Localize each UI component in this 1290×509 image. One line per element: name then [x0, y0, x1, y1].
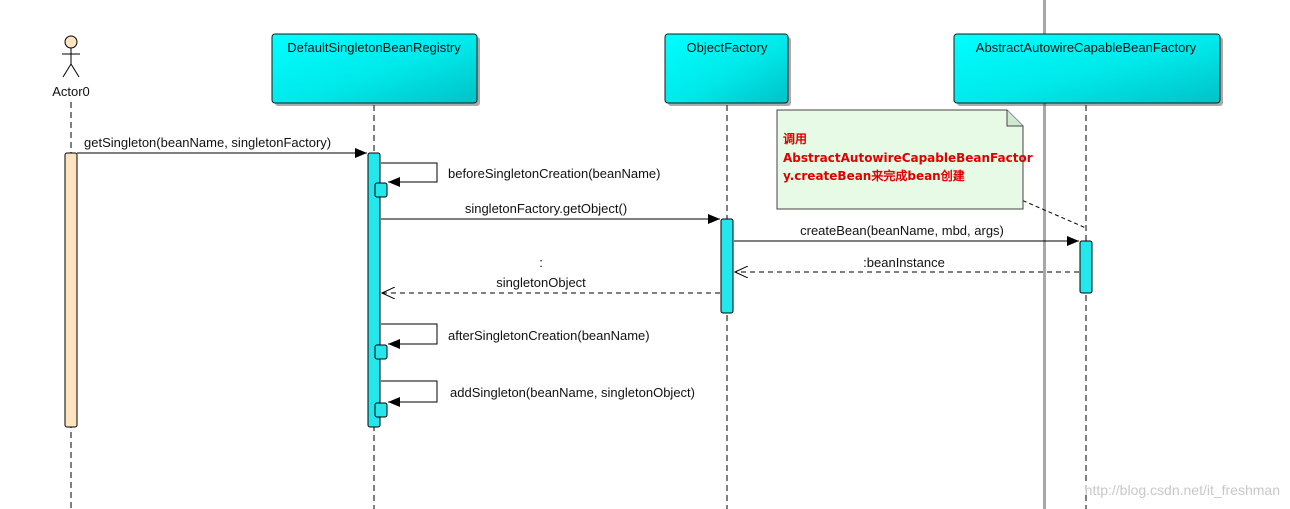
message-arrow-addsingleton[interactable] [381, 380, 438, 407]
message-label-aftercreation: afterSingletonCreation(beanName) [448, 328, 650, 343]
message-label-getobject: singletonFactory.getObject() [465, 201, 627, 216]
objectfactory-activation[interactable] [720, 218, 734, 314]
lifeline-box-registry[interactable]: DefaultSingletonBeanRegistry [271, 33, 480, 106]
actor-figure-icon[interactable] [62, 35, 80, 78]
actor-name: Actor0 [52, 84, 90, 99]
note-line-1: 调用 [783, 132, 807, 146]
lifeline-title-beanfactory: AbstractAutowireCapableBeanFactory [976, 40, 1197, 55]
watermark: http://blog.csdn.net/it_freshman [1085, 482, 1280, 498]
message-arrow-aftercreation[interactable] [381, 323, 438, 349]
note[interactable]: 调用 AbstractAutowireCapableBeanFactor y.c… [776, 109, 1087, 229]
message-label-getsingleton: getSingleton(beanName, singletonFactory) [84, 135, 331, 150]
lifeline-title-registry: DefaultSingletonBeanRegistry [287, 40, 461, 55]
pane-divider[interactable] [1043, 0, 1046, 509]
message-label-singletonobject-colon: : [539, 255, 543, 270]
message-label-addsingleton: addSingleton(beanName, singletonObject) [450, 385, 695, 400]
lifeline-title-objectfactory: ObjectFactory [687, 40, 768, 55]
note-line-3: y.createBean来完成bean创建 [783, 168, 966, 183]
message-arrow-beforecreation[interactable] [381, 162, 438, 187]
lifeline-box-objectfactory[interactable]: ObjectFactory [664, 33, 791, 106]
actor-activation[interactable] [64, 152, 78, 428]
note-line-2: AbstractAutowireCapableBeanFactor [783, 151, 1033, 165]
lifeline-box-beanfactory[interactable]: AbstractAutowireCapableBeanFactory [953, 33, 1223, 106]
message-label-singletonobject: singletonObject [496, 275, 586, 290]
beanfactory-activation[interactable] [1079, 240, 1093, 294]
message-label-beforecreation: beforeSingletonCreation(beanName) [448, 166, 660, 181]
message-label-beaninstance: :beanInstance [863, 255, 945, 270]
self-activation-after[interactable] [374, 344, 388, 360]
message-label-createbean: createBean(beanName, mbd, args) [800, 223, 1004, 238]
self-activation-before[interactable] [374, 182, 388, 198]
self-activation-add[interactable] [374, 402, 388, 418]
